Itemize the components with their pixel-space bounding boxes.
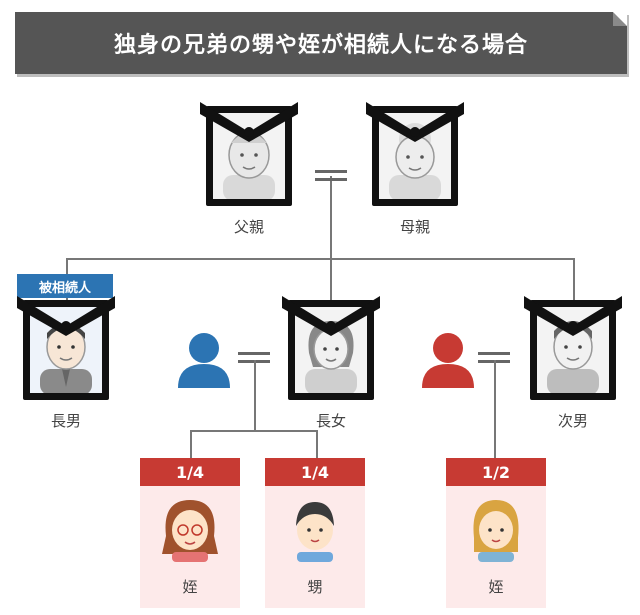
deceased-badge: 被相続人 bbox=[17, 274, 113, 298]
drop-eldest-daughter bbox=[330, 258, 332, 302]
daughter-equal-top bbox=[238, 352, 270, 355]
father-label: 父親 bbox=[233, 218, 264, 236]
parents-equal-bottom bbox=[315, 178, 347, 181]
woman-icon bbox=[305, 321, 357, 393]
heir-card: 1/4 姪 bbox=[140, 458, 240, 608]
spouse-person-icon-red bbox=[422, 333, 474, 388]
spouse-person-icon-blue bbox=[178, 333, 230, 388]
eldest-daughter-label: 長女 bbox=[315, 412, 346, 430]
heir-label: 姪 bbox=[488, 578, 504, 596]
title-banner: 独身の兄弟の甥や姪が相続人になる場合 bbox=[15, 12, 627, 74]
eldest-son-label: 長男 bbox=[50, 412, 81, 430]
drop-second-son bbox=[573, 258, 575, 302]
drop-niece-1 bbox=[190, 430, 192, 458]
boy-icon bbox=[296, 502, 334, 562]
son-equal-top bbox=[478, 352, 510, 355]
heir-card: 1/2 姪 bbox=[446, 458, 546, 608]
banner-fold bbox=[613, 12, 627, 26]
inheritance-share: 1/2 bbox=[446, 458, 546, 486]
mourning-ribbon-icon bbox=[282, 296, 380, 336]
page-title: 独身の兄弟の甥や姪が相続人になる場合 bbox=[113, 33, 528, 58]
inheritance-share: 1/4 bbox=[140, 458, 240, 486]
mourning-ribbon-icon bbox=[366, 102, 464, 142]
girl-with-glasses-icon bbox=[162, 500, 218, 562]
parents-line bbox=[330, 176, 332, 260]
girl-icon bbox=[473, 500, 519, 562]
daughter-child-stem bbox=[254, 360, 256, 432]
siblings-bus bbox=[66, 258, 574, 260]
heir-card: 1/4 甥 bbox=[265, 458, 365, 608]
son-child-stem bbox=[494, 360, 496, 458]
mother-label: 母親 bbox=[399, 218, 430, 236]
eldest-son-portrait bbox=[17, 296, 115, 400]
mourning-ribbon-icon bbox=[524, 296, 622, 336]
second-son-label: 次男 bbox=[557, 412, 588, 430]
heir-label: 姪 bbox=[182, 578, 198, 596]
heir-label: 甥 bbox=[307, 578, 323, 596]
second-son-portrait bbox=[524, 296, 622, 400]
mother-portrait bbox=[366, 102, 464, 206]
father-portrait bbox=[200, 102, 298, 206]
mourning-ribbon-icon bbox=[17, 296, 115, 336]
eldest-daughter-portrait bbox=[282, 296, 380, 400]
daughter-child-bus bbox=[190, 430, 318, 432]
inheritance-share: 1/4 bbox=[265, 458, 365, 486]
parents-equal-top bbox=[315, 170, 347, 173]
mourning-ribbon-icon bbox=[200, 102, 298, 142]
drop-nephew bbox=[316, 430, 318, 458]
